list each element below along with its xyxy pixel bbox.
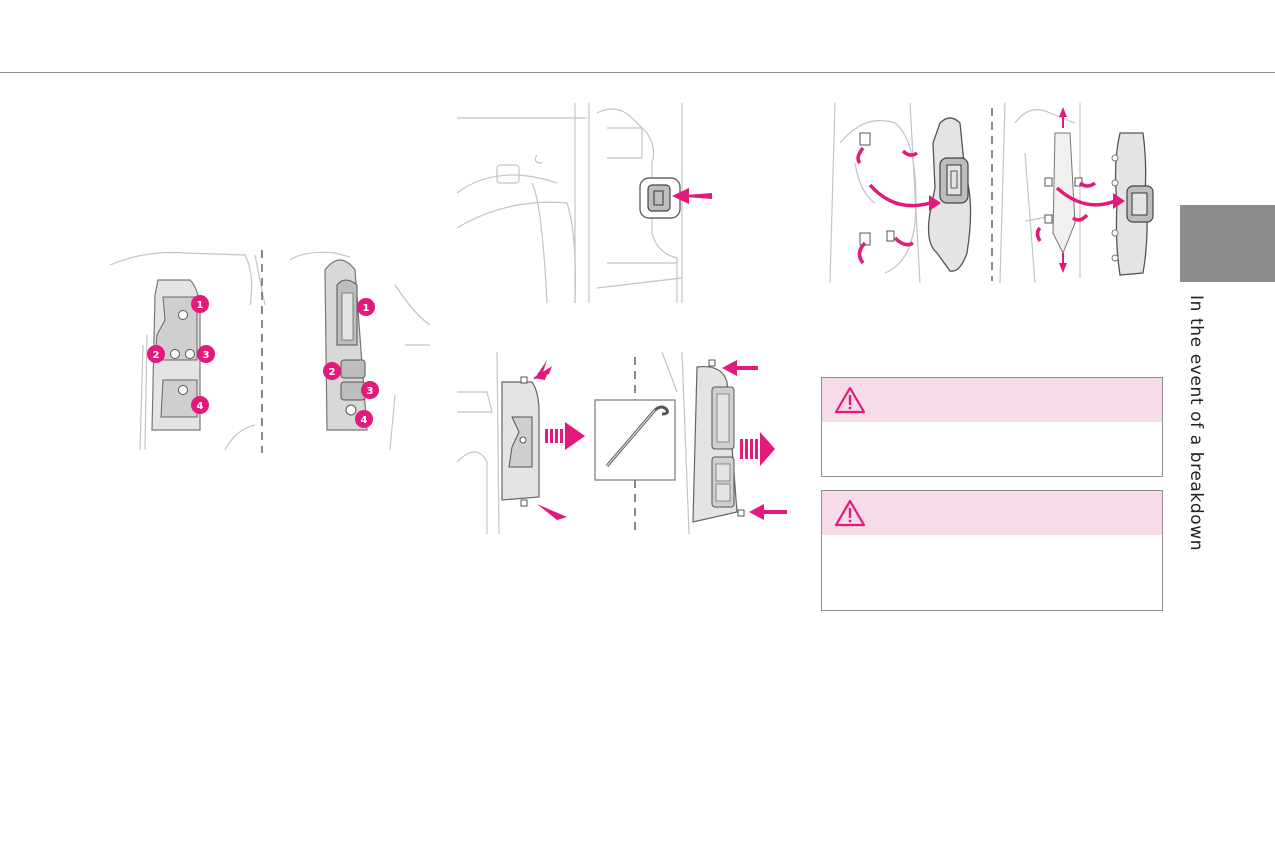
header-rule bbox=[0, 72, 1275, 73]
section-tab bbox=[1180, 205, 1275, 282]
figure-door-switch bbox=[456, 103, 712, 304]
pointer-arrow bbox=[672, 188, 712, 204]
callout-2: 2 bbox=[147, 345, 165, 363]
callout-2b: 2 bbox=[323, 362, 341, 380]
warning-header bbox=[822, 378, 1162, 422]
callout-4b: 4 bbox=[355, 410, 373, 428]
figure-panel-removal bbox=[456, 351, 787, 535]
clip-arrows bbox=[856, 146, 1116, 265]
warning-box-1 bbox=[821, 377, 1163, 477]
callout-3b: 3 bbox=[361, 381, 379, 399]
warning-triangle-icon bbox=[834, 499, 866, 527]
removal-arrows-right bbox=[722, 360, 787, 520]
callout-4: 4 bbox=[191, 396, 209, 414]
figure-switch-buttons: 1 2 3 4 1 2 3 4 bbox=[109, 250, 431, 453]
figure-clip-removal bbox=[829, 102, 1154, 284]
svg-text:4: 4 bbox=[361, 415, 368, 426]
section-title: In the event of a breakdown bbox=[1186, 295, 1206, 552]
warning-header bbox=[822, 491, 1162, 535]
callout-1: 1 bbox=[191, 295, 209, 313]
svg-text:2: 2 bbox=[329, 367, 336, 378]
svg-text:3: 3 bbox=[367, 386, 374, 397]
warning-triangle-icon bbox=[834, 386, 866, 414]
svg-text:4: 4 bbox=[197, 401, 204, 412]
svg-text:3: 3 bbox=[203, 350, 210, 361]
svg-text:1: 1 bbox=[363, 303, 370, 314]
callout-3: 3 bbox=[197, 345, 215, 363]
callout-1b: 1 bbox=[357, 298, 375, 316]
svg-text:1: 1 bbox=[197, 300, 204, 311]
removal-arrows-left bbox=[533, 360, 585, 520]
warning-box-2 bbox=[821, 490, 1163, 611]
svg-text:2: 2 bbox=[153, 350, 160, 361]
